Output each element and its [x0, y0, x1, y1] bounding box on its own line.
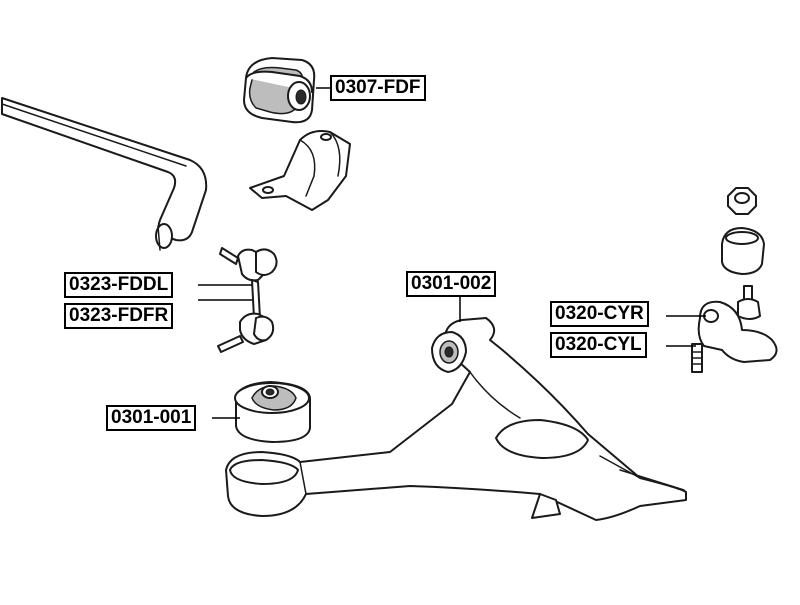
stabilizer-link-illustration: [217, 247, 278, 353]
part-label-0323-FDDL[interactable]: 0323-FDDL: [64, 272, 174, 298]
part-label-0320-CYR[interactable]: 0320-CYR: [550, 301, 649, 327]
part-label-0307-FDF[interactable]: 0307-FDF: [330, 75, 426, 101]
leader-lines: [198, 87, 706, 419]
part-label-0323-FDFR[interactable]: 0323-FDFR: [64, 303, 174, 329]
part-label-0301-001[interactable]: 0301-001: [106, 405, 197, 431]
part-label-0320-CYL[interactable]: 0320-CYL: [550, 332, 647, 358]
lower-control-arm-illustration: [225, 317, 687, 521]
part-label-0301-002[interactable]: 0301-002: [406, 271, 497, 297]
control-arm-bushing-illustration: [234, 381, 311, 443]
ball-joint-illustration: [691, 187, 778, 373]
bushing-bracket-illustration: [249, 130, 351, 211]
stabilizer-bushing-illustration: [243, 57, 316, 124]
stabilizer-bar-illustration: [1, 97, 208, 251]
